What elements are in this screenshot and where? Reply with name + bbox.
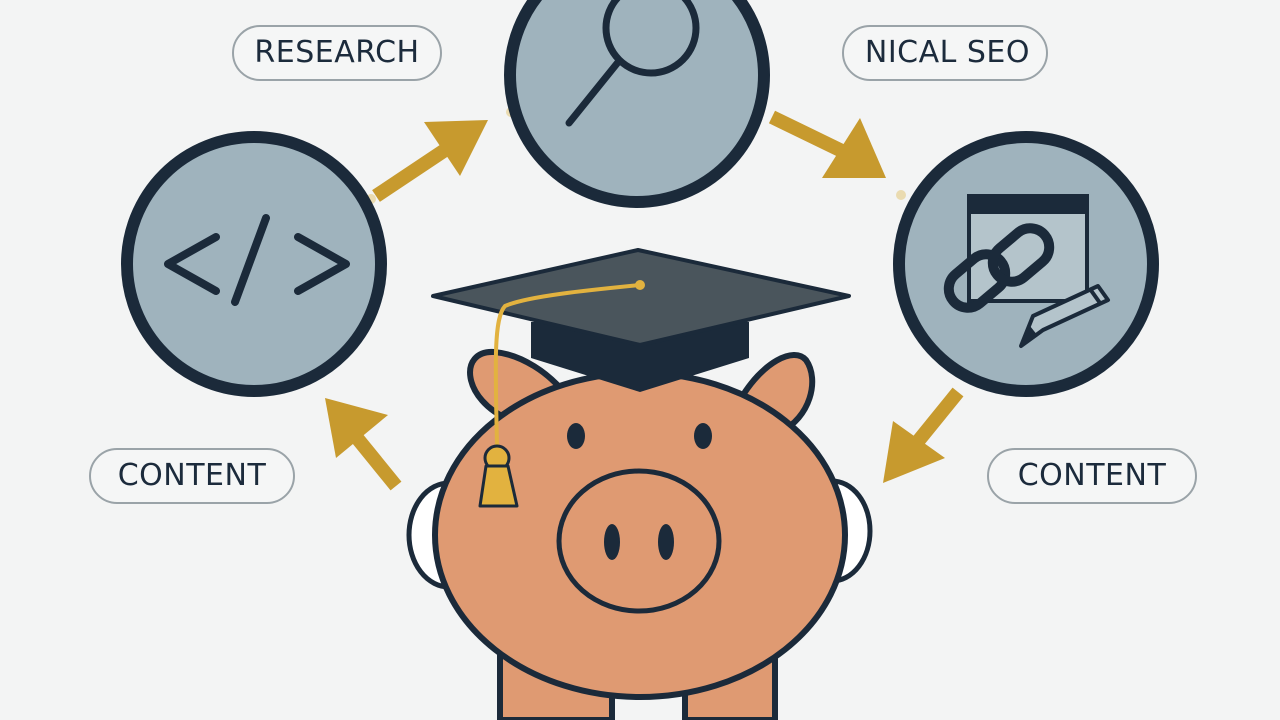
code-node	[121, 131, 387, 397]
arrow-left-to-top	[366, 107, 516, 204]
content-label-left: CONTENT	[89, 448, 295, 504]
arrow-top-to-right	[755, 106, 906, 200]
technical-seo-label: NICAL SEO	[842, 25, 1048, 81]
arrow-bottom-to-left	[325, 398, 402, 491]
research-label: RESEARCH	[232, 25, 442, 81]
cycle-arrows	[325, 106, 964, 491]
code-brackets-icon	[164, 214, 350, 306]
magnifying-glass-icon	[565, 0, 700, 127]
pencil-icon	[1019, 284, 1110, 348]
link-building-node	[893, 131, 1159, 397]
research-node	[504, 0, 770, 208]
graduation-cap-icon	[431, 248, 851, 508]
content-label-right: CONTENT	[987, 448, 1197, 504]
arrow-right-to-bottom	[883, 387, 964, 483]
piggy-bank-graduation-cap	[406, 248, 873, 720]
link-chain-pencil-icon	[943, 194, 1110, 348]
